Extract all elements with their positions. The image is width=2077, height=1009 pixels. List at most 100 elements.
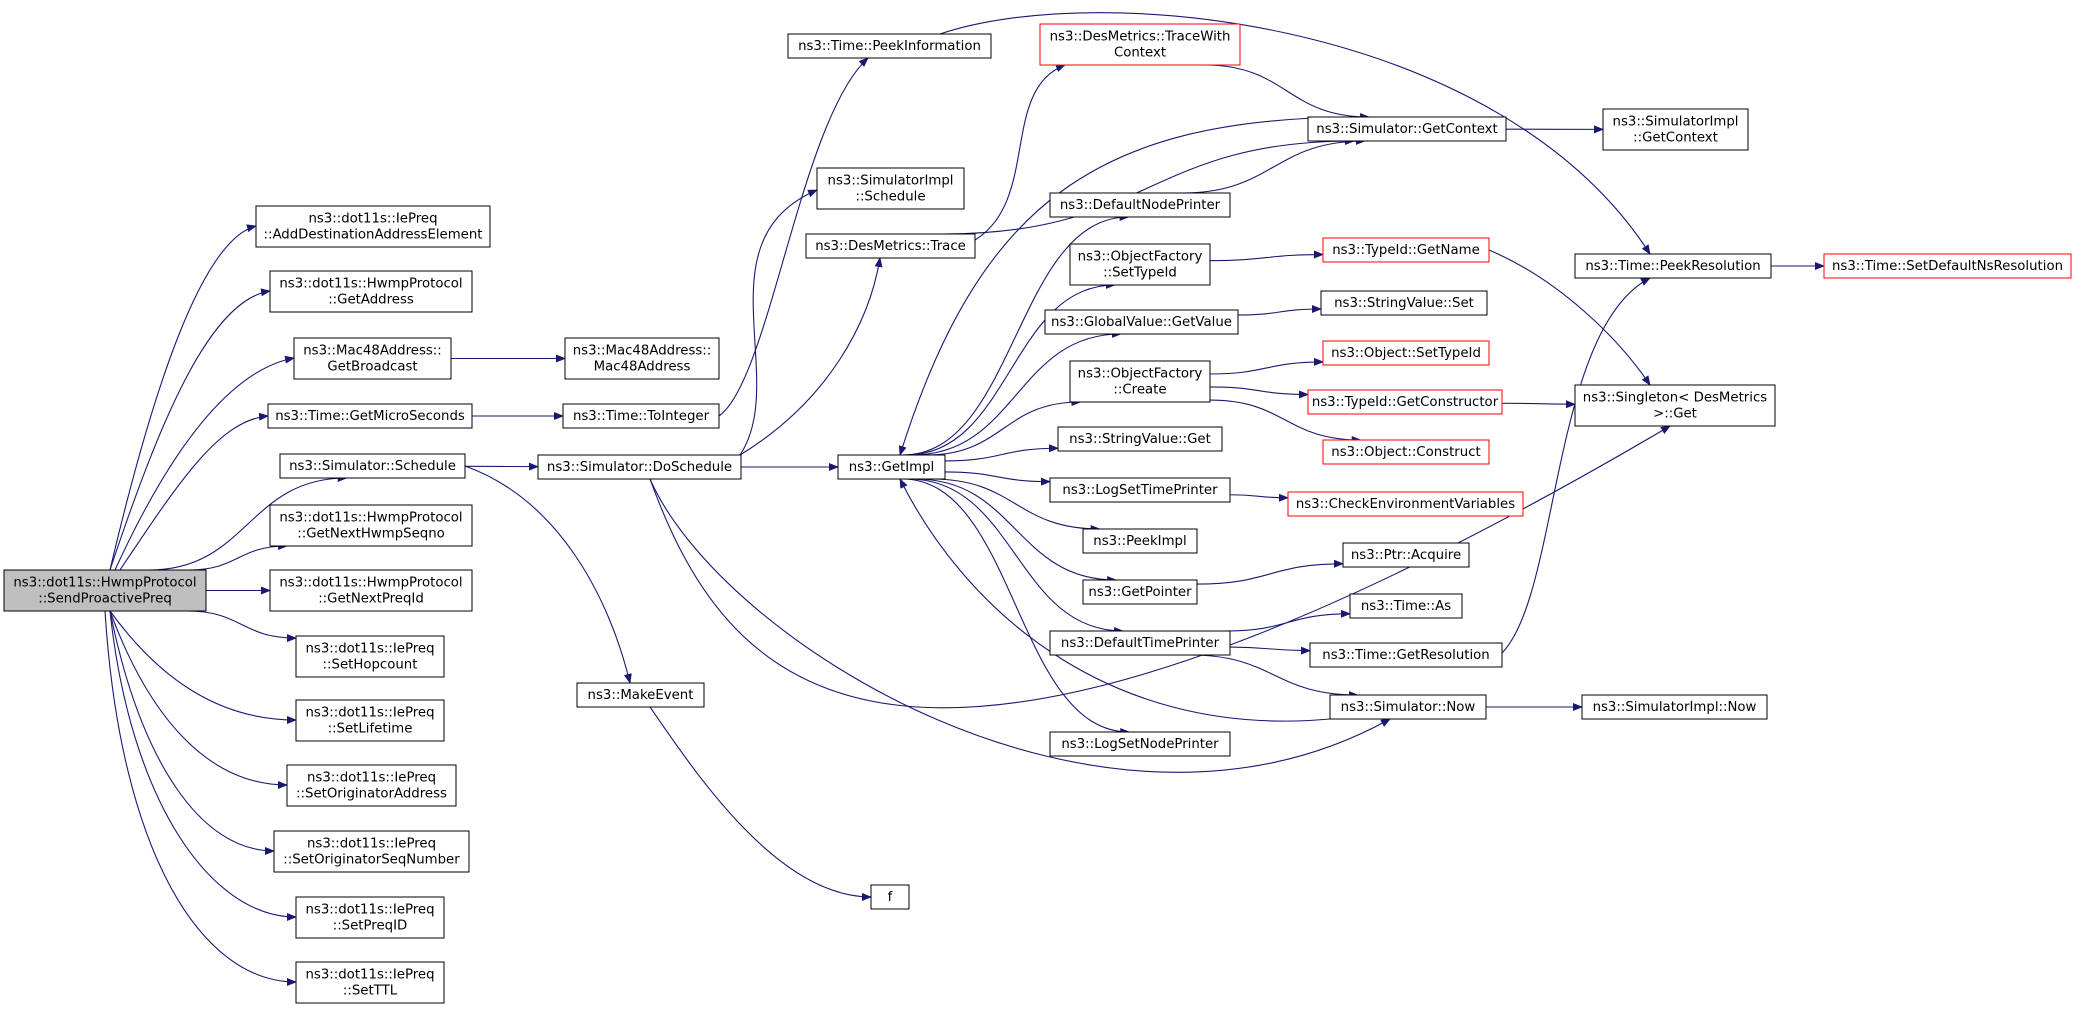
node-ptr_acquire[interactable]: ns3::Ptr::Acquire [1342, 542, 1470, 568]
node-f[interactable]: f [870, 884, 910, 910]
node-ie_adddest[interactable]: ns3::dot11s::IePreq::AddDestinationAddre… [255, 205, 491, 248]
node-label: ns3::StringValue::Get [1069, 432, 1211, 447]
node-box [269, 504, 473, 547]
node-defaulttimeprinter[interactable]: ns3::DefaultTimePrinter [1049, 630, 1231, 656]
node-time_peekinfo[interactable]: ns3::Time::PeekInformation [787, 33, 992, 59]
node-ie_setorigaddr[interactable]: ns3::dot11s::IePreq::SetOriginatorAddres… [286, 764, 457, 807]
node-getimpl[interactable]: ns3::GetImpl [837, 454, 946, 480]
node-of_settypeid[interactable]: ns3::ObjectFactory::SetTypeId [1069, 243, 1211, 286]
edge-desmetrics_trace-to-desmetrics_tracewith [974, 64, 1066, 241]
node-defaultnodeprinter[interactable]: ns3::DefaultNodePrinter [1049, 192, 1231, 218]
node-sv_set[interactable]: ns3::StringValue::Set [1320, 290, 1488, 316]
node-typeid_getctor[interactable]: ns3::TypeId::GetConstructor [1307, 389, 1503, 415]
node-time_as[interactable]: ns3::Time::As [1349, 593, 1463, 619]
node-label: ns3::dot11s::IePreq [305, 706, 434, 721]
node-sim_getcontext[interactable]: ns3::Simulator::GetContext [1307, 116, 1507, 142]
edge-makeevent-to-f [649, 706, 872, 901]
node-logsetnodeprinter[interactable]: ns3::LogSetNodePrinter [1049, 731, 1231, 757]
edge-root-to-ie_sethop [187, 610, 297, 643]
node-time_setdefaultns[interactable]: ns3::Time::SetDefaultNsResolution [1823, 253, 2072, 279]
node-label: ns3::Simulator::DoSchedule [547, 460, 732, 475]
node-label: ns3::dot11s::IePreq [308, 212, 437, 227]
node-ie_setlife[interactable]: ns3::dot11s::IePreq::SetLifetime [295, 699, 445, 742]
node-obj_settypeid[interactable]: ns3::Object::SetTypeId [1322, 340, 1490, 366]
node-label: ::SetLifetime [328, 722, 413, 737]
node-label: ::GetContext [1633, 131, 1718, 146]
node-label: ::SetPreqID [333, 919, 408, 934]
edge-getimpl-to-of_settypeid [906, 281, 1116, 456]
node-simimpl_getcontext[interactable]: ns3::SimulatorImpl::GetContext [1602, 108, 1749, 151]
node-makeevent[interactable]: ns3::MakeEvent [576, 682, 705, 708]
node-label: ns3::Simulator::Now [1341, 700, 1476, 715]
node-hwmp_getaddr[interactable]: ns3::dot11s::HwmpProtocol::GetAddress [269, 270, 473, 313]
node-logsettimeprinter[interactable]: ns3::LogSetTimePrinter [1049, 477, 1231, 503]
node-label: Context [1114, 46, 1166, 61]
edge-getimpl-to-defaultnodeprinter [902, 213, 1130, 456]
node-box [279, 453, 466, 479]
node-checkenv[interactable]: ns3::CheckEnvironmentVariables [1287, 491, 1524, 517]
node-label: ns3::SimulatorImpl::Now [1593, 700, 1757, 715]
node-time_getmicro[interactable]: ns3::Time::GetMicroSeconds [267, 403, 473, 429]
node-label: ::SendProactivePreq [38, 592, 172, 607]
node-box [1309, 642, 1503, 668]
node-box [537, 454, 742, 480]
node-label: ns3::MakeEvent [588, 688, 694, 703]
node-box [1322, 237, 1490, 263]
node-box [1320, 290, 1488, 316]
node-label: ::SetTypeId [1103, 266, 1177, 281]
node-getpointer[interactable]: ns3::GetPointer [1082, 579, 1198, 605]
node-hwmp_getpreqid[interactable]: ns3::dot11s::HwmpProtocol::GetNextPreqId [269, 569, 473, 612]
node-label: ns3::GlobalValue::GetValue [1051, 315, 1232, 330]
node-gv_getvalue[interactable]: ns3::GlobalValue::GetValue [1044, 309, 1239, 335]
edge-sim_getcontext-to-getimpl [898, 116, 1351, 456]
node-of_create[interactable]: ns3::ObjectFactory::Create [1069, 360, 1211, 403]
node-peekimpl[interactable]: ns3::PeekImpl [1082, 528, 1198, 554]
node-root[interactable]: ns3::dot11s::HwmpProtocol::SendProactive… [3, 569, 207, 612]
edge-of_create-to-obj_construct [1209, 399, 1362, 444]
edge-root-to-ie_setorigseq [109, 610, 275, 855]
edge-desmetrics_trace-to-sim_getcontext [943, 137, 1356, 235]
edges-layer [104, 12, 1825, 986]
edge-getimpl-to-of_create [926, 398, 1082, 456]
node-typeid_getname[interactable]: ns3::TypeId::GetName [1322, 237, 1490, 263]
node-simimpl_now[interactable]: ns3::SimulatorImpl::Now [1581, 694, 1768, 720]
edge-sim_schedule-to-makeevent [464, 465, 632, 684]
node-time_getres[interactable]: ns3::Time::GetResolution [1309, 642, 1503, 668]
node-time_toint[interactable]: ns3::Time::ToInteger [562, 403, 720, 429]
node-box [295, 635, 445, 678]
node-box [1057, 426, 1223, 452]
node-label: ns3::dot11s::HwmpProtocol [279, 511, 462, 526]
node-simimpl_schedule[interactable]: ns3::SimulatorImpl::Schedule [816, 167, 965, 210]
node-ie_setttl[interactable]: ns3::dot11s::IePreq::SetTTL [295, 961, 445, 1004]
node-sim_now[interactable]: ns3::Simulator::Now [1329, 694, 1487, 720]
edge-sim_doschedule-to-sim_now [649, 478, 1391, 773]
edge-root-to-ie_setlife [109, 610, 297, 724]
node-sim_schedule[interactable]: ns3::Simulator::Schedule [279, 453, 466, 479]
node-label: ns3::dot11s::HwmpProtocol [13, 576, 196, 591]
node-label: Mac48Address [594, 360, 691, 375]
node-obj_construct[interactable]: ns3::Object::Construct [1322, 439, 1490, 465]
node-ie_setorigseq[interactable]: ns3::dot11s::IePreq::SetOriginatorSeqNum… [273, 830, 470, 873]
edge-of_settypeid-to-typeid_getname [1209, 250, 1324, 262]
node-ie_setpreqid[interactable]: ns3::dot11s::IePreq::SetPreqID [295, 896, 445, 939]
node-label: ns3::Simulator::GetContext [1316, 122, 1497, 137]
node-hwmp_getseqno[interactable]: ns3::dot11s::HwmpProtocol::GetNextHwmpSe… [269, 504, 473, 547]
node-singleton_get[interactable]: ns3::Singleton< DesMetrics >::Get [1574, 384, 1776, 427]
nodes-layer: ns3::dot11s::HwmpProtocol::SendProactive… [3, 23, 2072, 1004]
node-time_peekres[interactable]: ns3::Time::PeekResolution [1574, 253, 1772, 279]
node-box [1049, 477, 1231, 503]
node-ie_sethop[interactable]: ns3::dot11s::IePreq::SetHopcount [295, 635, 445, 678]
edge-defaulttimeprinter-to-time_getres [1229, 646, 1311, 655]
node-label: ns3::dot11s::IePreq [305, 968, 434, 983]
node-sv_get[interactable]: ns3::StringValue::Get [1057, 426, 1223, 452]
node-sim_doschedule[interactable]: ns3::Simulator::DoSchedule [537, 454, 742, 480]
node-box [1039, 23, 1241, 66]
node-mac_ctor[interactable]: ns3::Mac48Address::Mac48Address [564, 337, 720, 380]
edge-time_toint-to-time_peekinfo [718, 57, 869, 417]
node-box [1069, 360, 1211, 403]
edge-root-to-ie_adddest [109, 224, 257, 571]
node-box [1049, 192, 1231, 218]
node-desmetrics_trace[interactable]: ns3::DesMetrics::Trace [805, 233, 976, 259]
node-mac_getbc[interactable]: ns3::Mac48Address::GetBroadcast [293, 337, 452, 380]
